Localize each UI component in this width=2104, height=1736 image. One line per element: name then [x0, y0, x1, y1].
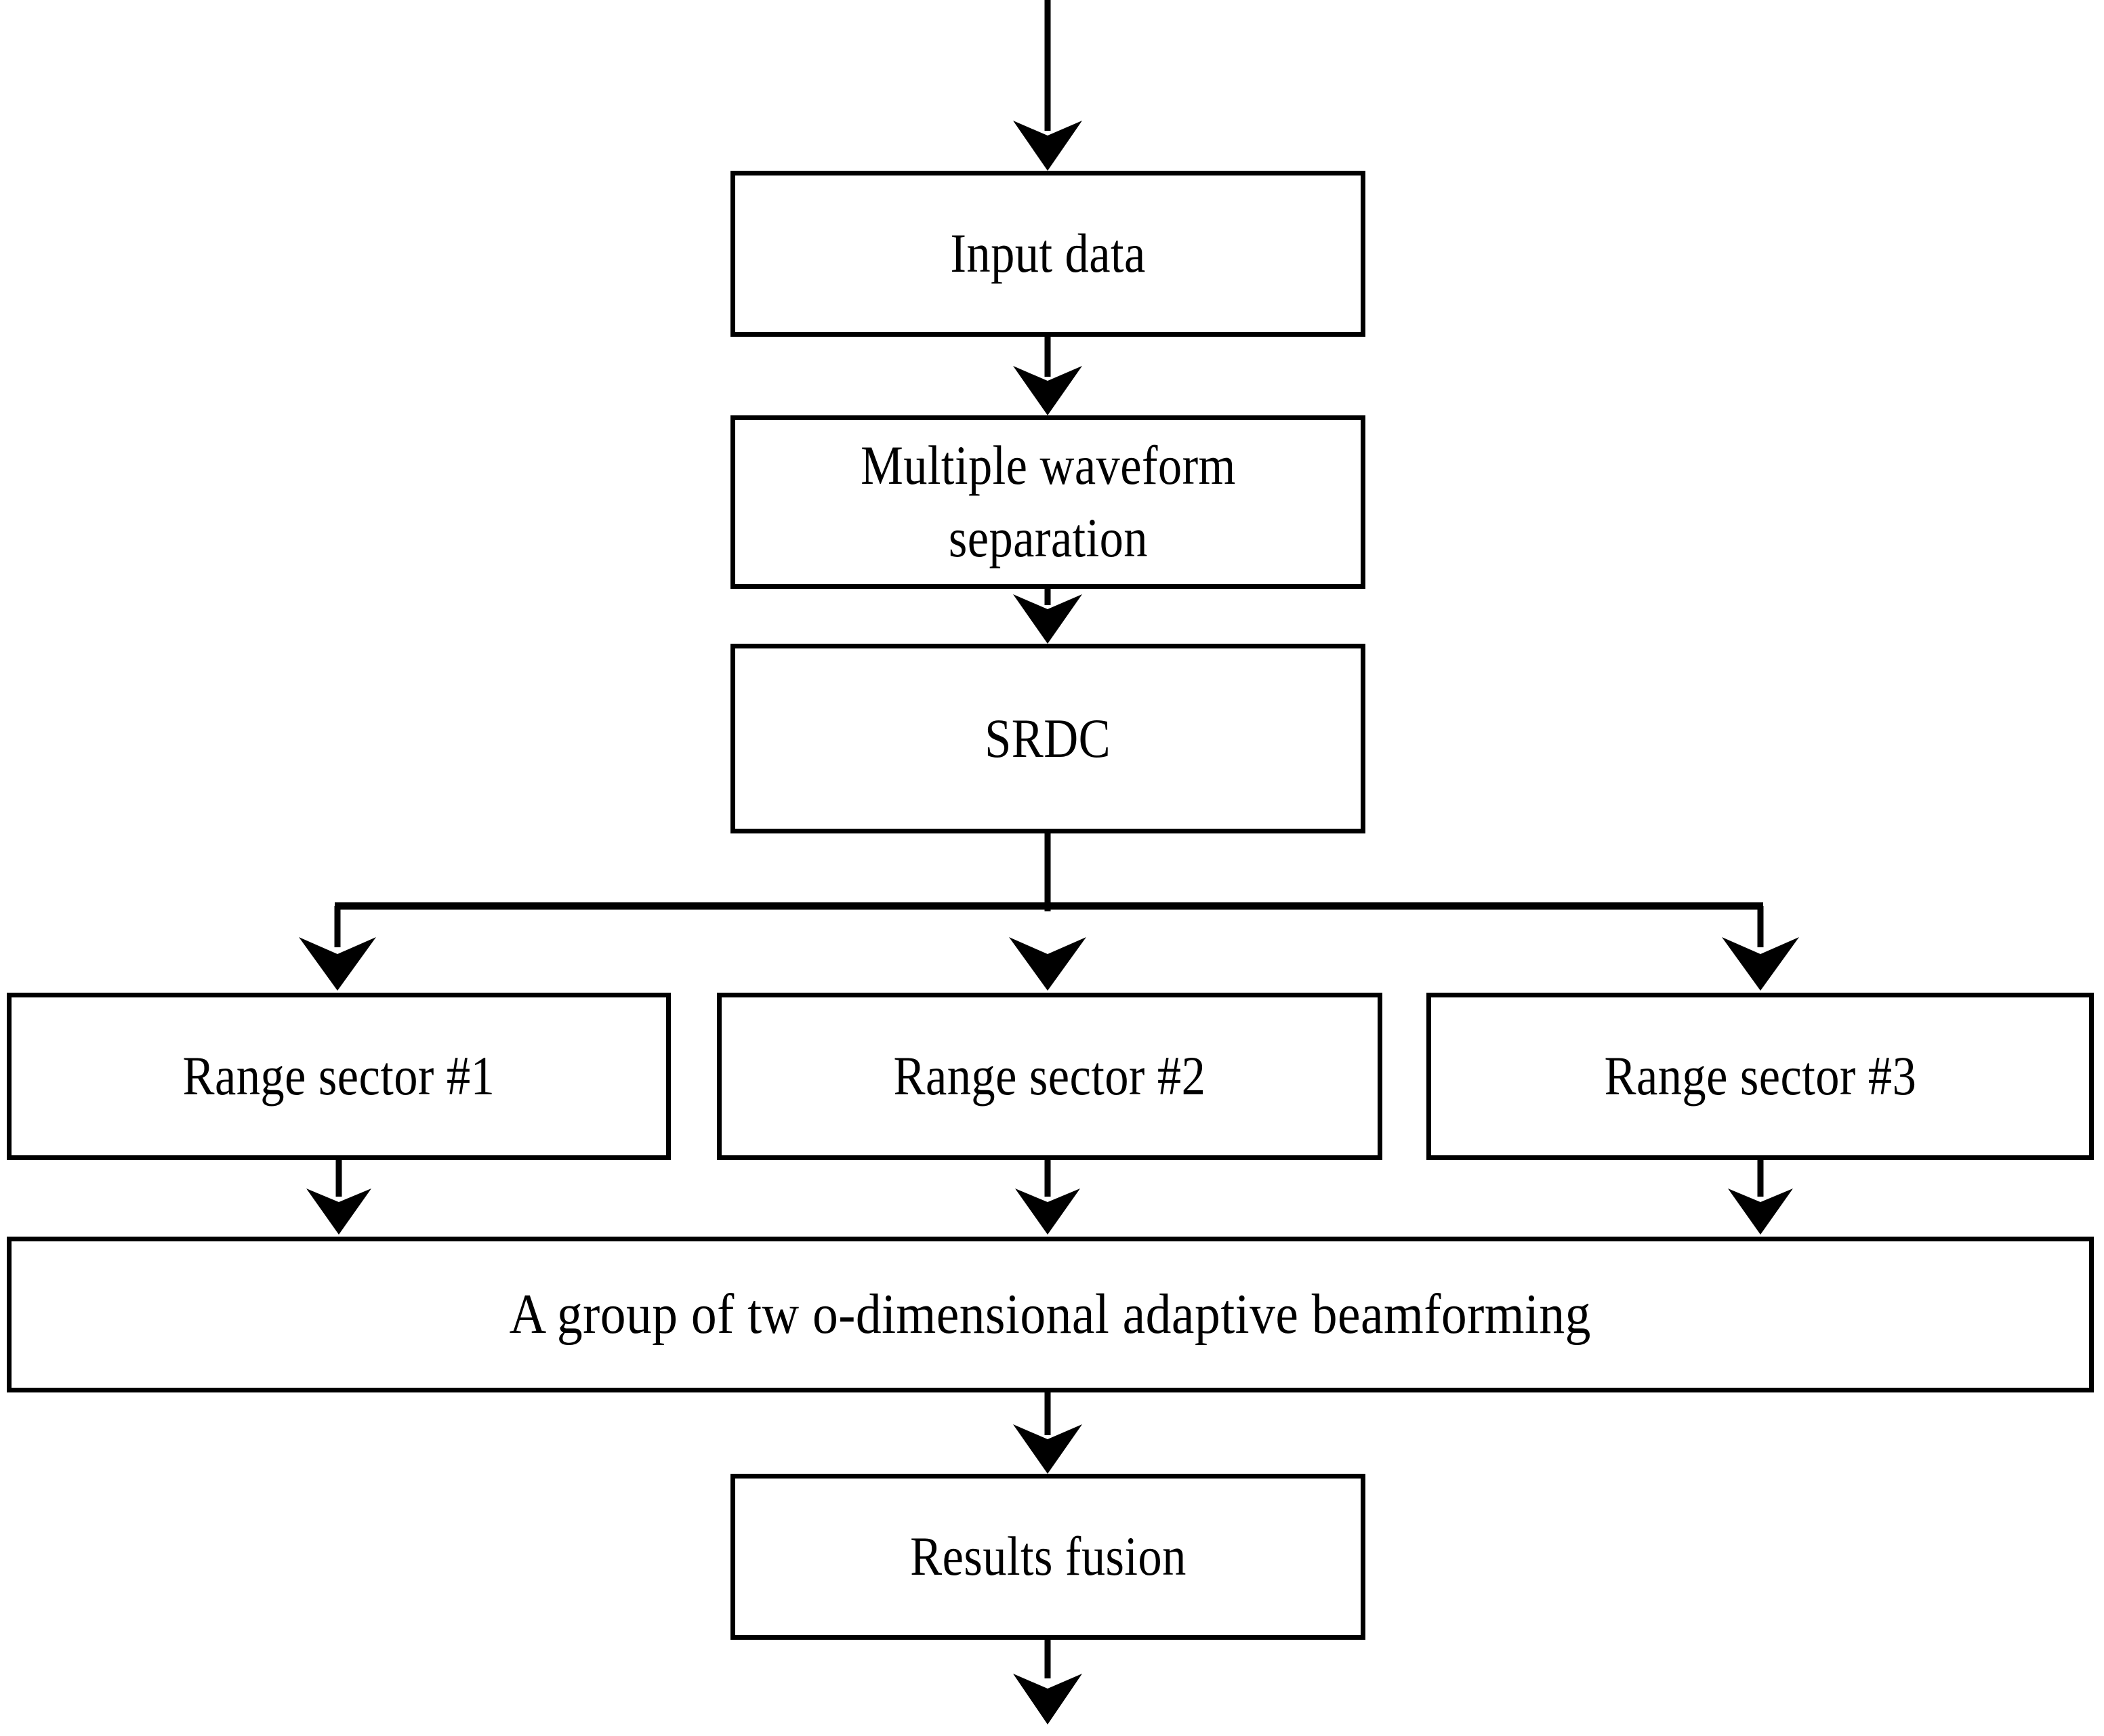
connector-input-to-separation	[1013, 337, 1082, 415]
node-input-data[interactable]: Input data	[730, 171, 1365, 337]
connector-srdc-to-sector-3	[1722, 937, 1799, 991]
node-range-sector-2-label: Range sector #2	[893, 1045, 1206, 1107]
node-srdc-label: SRDC	[985, 707, 1111, 769]
connector-srdc-to-sector-1	[299, 937, 376, 991]
connector-sector-1-to-beamforming	[306, 1160, 371, 1235]
connector-srdc-branch-bus	[334, 833, 1764, 947]
node-range-sector-1-label: Range sector #1	[182, 1045, 495, 1107]
node-multiple-waveform-separation-label: Multiple waveform separation	[860, 434, 1236, 569]
connector-sector-3-to-beamforming	[1728, 1160, 1793, 1235]
node-results-fusion-label: Results fusion	[909, 1525, 1187, 1588]
node-input-data-label: Input data	[950, 222, 1146, 285]
connector-exit-arrow	[1013, 1640, 1082, 1724]
connector-srdc-to-sector-2	[1009, 937, 1086, 991]
node-results-fusion[interactable]: Results fusion	[730, 1474, 1365, 1640]
node-range-sector-1[interactable]: Range sector #1	[7, 993, 671, 1160]
node-range-sector-3-label: Range sector #3	[1604, 1045, 1916, 1107]
node-multiple-waveform-separation[interactable]: Multiple waveform separation	[730, 415, 1365, 589]
node-adaptive-beamforming-label: A group of tw o-dimensional adaptive bea…	[509, 1283, 1592, 1346]
connector-entry-arrow	[1013, 0, 1082, 171]
node-adaptive-beamforming[interactable]: A group of tw o-dimensional adaptive bea…	[7, 1237, 2094, 1392]
connector-separation-to-srdc	[1013, 589, 1082, 644]
connector-beamforming-to-fusion	[1013, 1392, 1082, 1474]
node-range-sector-3[interactable]: Range sector #3	[1426, 993, 2094, 1160]
connector-sector-2-to-beamforming	[1015, 1160, 1080, 1235]
node-range-sector-2[interactable]: Range sector #2	[717, 993, 1382, 1160]
node-srdc[interactable]: SRDC	[730, 644, 1365, 833]
